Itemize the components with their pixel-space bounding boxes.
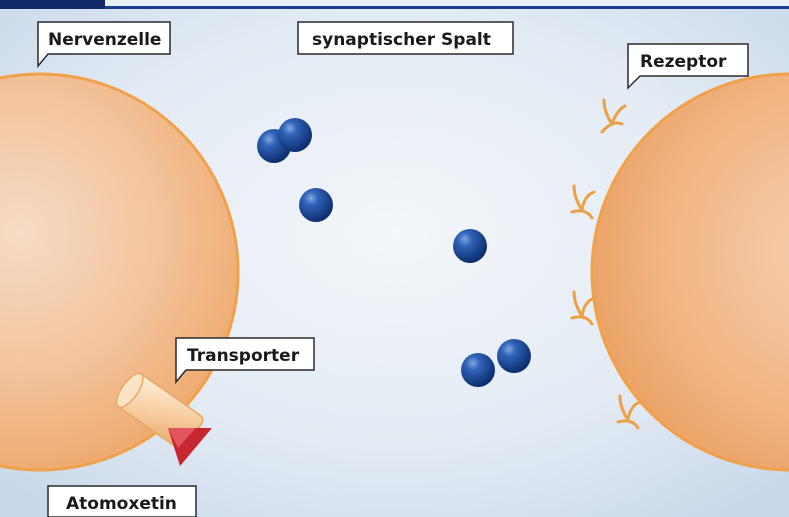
label-receptor-text: Rezeptor [640, 52, 727, 72]
label-atomoxetin-text: Atomoxetin [66, 494, 177, 514]
header-bar [0, 0, 789, 9]
neurotransmitter-molecule [453, 229, 487, 263]
label-cleft-text: synaptischer Spalt [312, 30, 491, 50]
label-transporter-text: Transporter [187, 346, 300, 366]
neurotransmitter-molecule [278, 118, 312, 152]
label-atomoxetin: Atomoxetin [48, 486, 196, 517]
label-cleft: synaptischer Spalt [298, 22, 513, 54]
neurotransmitter-molecule [497, 339, 531, 373]
label-nerve-cell-text: Nervenzelle [48, 30, 161, 50]
neurotransmitter-molecule [299, 188, 333, 222]
neurotransmitter-molecule [461, 353, 495, 387]
